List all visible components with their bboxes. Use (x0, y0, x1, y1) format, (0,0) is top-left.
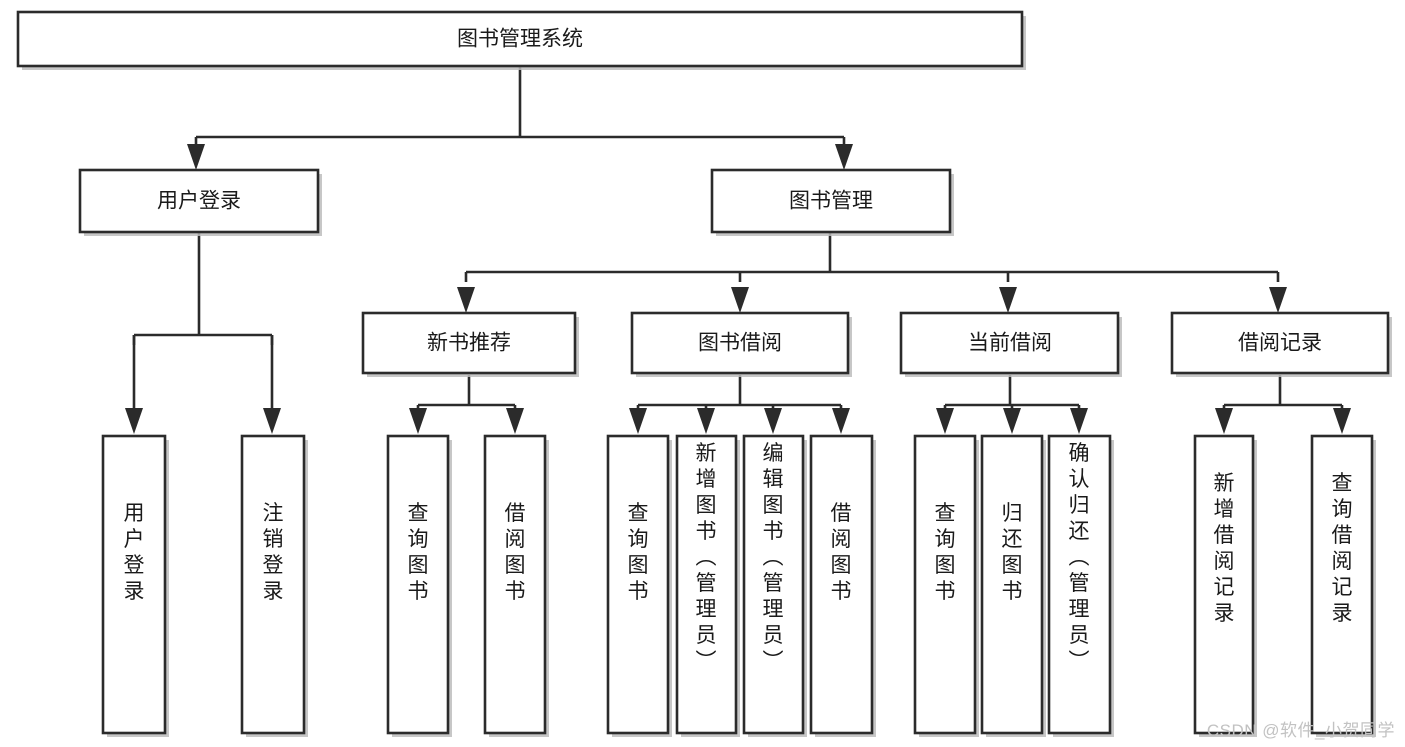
node-leaf-logout-login[interactable]: 注销登录 (240, 434, 308, 737)
node-book-borrow-label: 图书借阅 (698, 332, 782, 355)
node-leaf-query-record[interactable]: 查询借阅记录 (1310, 434, 1376, 737)
node-leaf-query-book-3-label: 查询图书 (935, 502, 956, 603)
node-leaf-logout-login-label: 注销登录 (263, 502, 284, 603)
node-leaf-user-login[interactable]: 用户登录 (101, 434, 169, 737)
node-borrow-record-label: 借阅记录 (1238, 332, 1322, 355)
node-leaf-return-book[interactable]: 归还图书 (980, 434, 1046, 737)
node-leaf-query-book-2[interactable]: 查询图书 (606, 434, 672, 737)
node-leaf-return-book-label: 归还图书 (1002, 502, 1023, 603)
node-leaf-query-book-3[interactable]: 查询图书 (913, 434, 979, 737)
node-leaf-borrow-book-1[interactable]: 借阅图书 (483, 434, 549, 737)
node-leaf-borrow-book-1-label: 借阅图书 (505, 502, 526, 603)
connector-group-current-borrow (936, 375, 1088, 434)
node-leaf-confirm-return[interactable]: 确认归还︵管理员︶ (1047, 434, 1114, 737)
node-leaf-add-book-label: 新增图书︵管理员︶ (696, 442, 717, 673)
node-leaf-query-book-1-label: 查询图书 (408, 502, 429, 603)
csdn-watermark: CSDN @软件_小贺同学 (1206, 721, 1395, 740)
node-root[interactable]: 图书管理系统 (16, 10, 1026, 70)
node-leaf-borrow-book-2-label: 借阅图书 (831, 502, 852, 603)
connector-group-book-manage (457, 233, 1287, 313)
connector-group-borrow-record (1215, 375, 1351, 434)
node-leaf-query-book-2-label: 查询图书 (628, 502, 649, 603)
connector-group-new-book-recommend (409, 375, 524, 434)
node-book-manage[interactable]: 图书管理 (710, 168, 954, 236)
node-leaf-edit-book-label: 编辑图书︵管理员︶ (763, 442, 784, 673)
node-new-book-recommend-label: 新书推荐 (427, 332, 511, 355)
node-user-login[interactable]: 用户登录 (78, 168, 322, 236)
node-book-borrow[interactable]: 图书借阅 (630, 311, 852, 377)
node-new-book-recommend[interactable]: 新书推荐 (361, 311, 579, 377)
node-leaf-add-book[interactable]: 新增图书︵管理员︶ (675, 434, 740, 737)
node-current-borrow-label: 当前借阅 (968, 332, 1052, 355)
node-leaf-edit-book[interactable]: 编辑图书︵管理员︶ (742, 434, 807, 737)
connector-group-root (187, 66, 853, 170)
connector-group-user-login (125, 233, 281, 434)
node-borrow-record[interactable]: 借阅记录 (1170, 311, 1392, 377)
node-root-label: 图书管理系统 (457, 28, 583, 51)
node-leaf-query-record-label: 查询借阅记录 (1332, 472, 1353, 625)
node-leaf-add-record[interactable]: 新增借阅记录 (1193, 434, 1257, 737)
node-user-login-label: 用户登录 (157, 190, 241, 213)
node-leaf-user-login-label: 用户登录 (124, 502, 145, 603)
node-leaf-add-record-label: 新增借阅记录 (1214, 472, 1235, 625)
node-leaf-query-book-1[interactable]: 查询图书 (386, 434, 452, 737)
node-current-borrow[interactable]: 当前借阅 (899, 311, 1122, 377)
connector-group-book-borrow (629, 375, 850, 434)
node-leaf-borrow-book-2[interactable]: 借阅图书 (809, 434, 876, 737)
node-book-manage-label: 图书管理 (789, 190, 873, 213)
node-leaf-confirm-return-label: 确认归还︵管理员︶ (1069, 442, 1090, 673)
